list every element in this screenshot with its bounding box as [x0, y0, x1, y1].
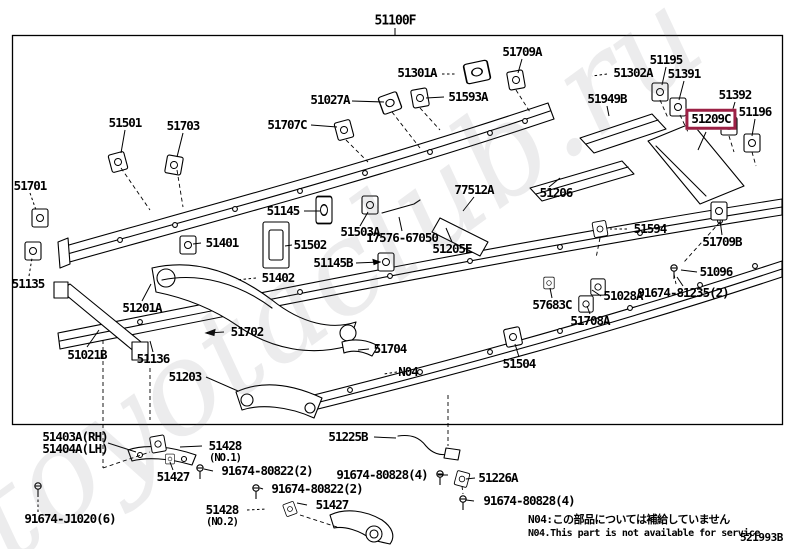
part-label-51704[interactable]: 51704 [373, 340, 408, 356]
part-label-highlighted-51209C[interactable]: 51209C [685, 108, 737, 130]
part-label-51027A[interactable]: 51027A [310, 91, 350, 107]
part-label-51301A[interactable]: 51301A [397, 64, 437, 80]
part-label-51206[interactable]: 51206 [539, 184, 574, 200]
part-label-51401[interactable]: 51401 [205, 234, 240, 250]
part-label-91674-80828(4)[interactable]: 91674-80828(4) [336, 466, 428, 482]
part-label-51402[interactable]: 51402 [261, 269, 296, 285]
part-label-91674-81235(2)[interactable]: 91674-81235(2) [637, 284, 729, 300]
part-label-57683C[interactable]: 57683C [532, 296, 572, 312]
part-label-51707C[interactable]: 51707C [267, 116, 307, 132]
part-label-51504[interactable]: 51504 [502, 355, 537, 371]
part-label-51196[interactable]: 51196 [738, 103, 773, 119]
part-label-51135[interactable]: 51135 [11, 275, 46, 291]
part-label-51404A(LH)[interactable]: 51404A(LH) [42, 440, 108, 456]
part-label-51226A[interactable]: 51226A [478, 469, 518, 485]
part-label-N04[interactable]: N04 [398, 363, 419, 379]
part-label-51136[interactable]: 51136 [136, 350, 171, 366]
part-label-51145B[interactable]: 51145B [313, 254, 353, 270]
part-label-51096[interactable]: 51096 [699, 263, 734, 279]
part-label-91674-80822(2)[interactable]: 91674-80822(2) [221, 462, 313, 478]
note-english: N04.This part is not available for servi… [528, 528, 760, 539]
part-label-(NO.1): (NO.1) [209, 451, 242, 464]
part-label-91674-80822(2)[interactable]: 91674-80822(2) [271, 480, 363, 496]
part-label-51709B[interactable]: 51709B [702, 233, 742, 249]
part-label-51427[interactable]: 51427 [315, 496, 350, 512]
part-label-91674-J1020(6)[interactable]: 91674-J1020(6) [24, 510, 116, 526]
part-label-(NO.2): (NO.2) [206, 515, 239, 528]
part-label-51709A[interactable]: 51709A [502, 43, 542, 59]
part-label-51501[interactable]: 51501 [108, 114, 143, 130]
part-label-51195[interactable]: 51195 [649, 51, 684, 67]
assembly-number-title[interactable]: 51100F [374, 13, 417, 29]
part-label-91674-80828(4)[interactable]: 91674-80828(4) [483, 492, 575, 508]
part-label-51708A[interactable]: 51708A [570, 312, 610, 328]
part-label-51593A[interactable]: 51593A [448, 88, 488, 104]
part-label-51225B[interactable]: 51225B [328, 428, 368, 444]
part-label-51949B[interactable]: 51949B [587, 90, 627, 106]
part-label-51502[interactable]: 51502 [293, 236, 328, 252]
note-japanese: N04:この部品については補給していません [528, 513, 730, 526]
part-label-51205E[interactable]: 51205E [432, 240, 472, 256]
part-label-51302A[interactable]: 51302A [613, 64, 653, 80]
part-label-51021B[interactable]: 51021B [67, 346, 107, 362]
part-label-77512A[interactable]: 77512A [454, 181, 494, 197]
part-label-51403A(RH)[interactable]: 51403A(RH) [42, 428, 108, 444]
part-label-51392[interactable]: 51392 [718, 86, 753, 102]
part-label-51503A[interactable]: 51503A [340, 223, 380, 239]
part-label-51391[interactable]: 51391 [667, 65, 702, 81]
diagram-border [11, 34, 784, 426]
part-label-51028A[interactable]: 51028A [603, 287, 643, 303]
part-label-51428[interactable]: 51428 [208, 437, 243, 453]
part-label-51145[interactable]: 51145 [266, 202, 301, 218]
part-label-51702[interactable]: 51702 [230, 323, 265, 339]
part-label-51427[interactable]: 51427 [156, 468, 191, 484]
part-label-51201A[interactable]: 51201A [122, 299, 162, 315]
drawing-code: 521993B [740, 531, 783, 544]
part-label-51703[interactable]: 51703 [166, 117, 201, 133]
part-label-51428[interactable]: 51428 [205, 501, 240, 517]
part-label-17576-67050[interactable]: 17576-67050 [366, 229, 439, 245]
part-label-51701[interactable]: 51701 [13, 177, 48, 193]
part-label-51203[interactable]: 51203 [168, 368, 203, 384]
part-label-51594[interactable]: 51594 [633, 220, 668, 236]
